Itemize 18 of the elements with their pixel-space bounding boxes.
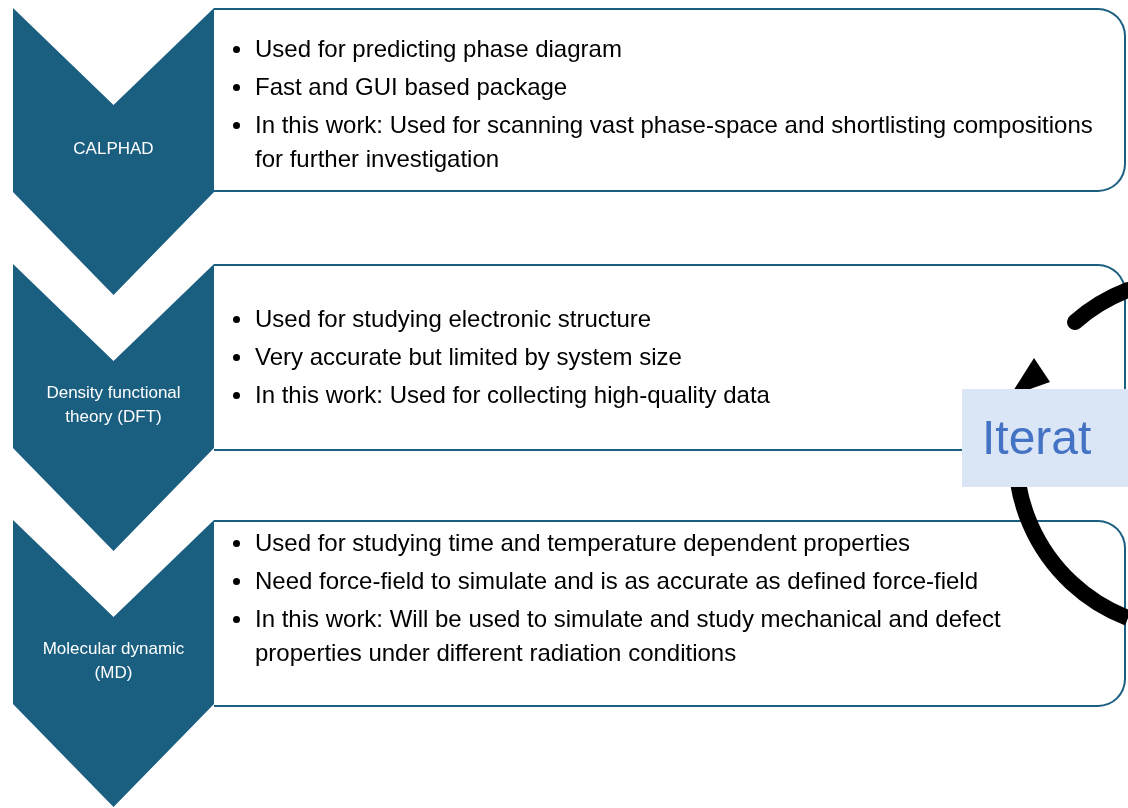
bullet-text: Used for studying electronic structure: [255, 305, 652, 332]
chevron-shape: [13, 520, 214, 807]
chevron-shape: [13, 264, 214, 551]
bullet-text: Used for predicting phase diagram: [255, 35, 622, 62]
text-panel: [214, 8, 1126, 192]
bullet-text: Used for studying time and temperature dependent properties: [255, 529, 911, 556]
bullet-text: Very accurate but limited by system size: [255, 343, 682, 370]
bullet-text: In this work: Used for collecting high-quality data: [255, 381, 770, 408]
chevron-label: CALPHAD: [72, 137, 155, 160]
chevron-label: Molecular dynamic (MD): [41, 637, 186, 684]
chevron-shape: [13, 8, 214, 295]
chevron-label: Density functional theory (DFT): [45, 381, 182, 428]
bullet-text: In this work: Will be used to simulate and study mechanical and defect properties under different radiation conditions: [255, 605, 1001, 666]
iteration-label: Iterat: [962, 389, 1128, 487]
bullet-text: In this work: Used for scanning vast phase-space and shortlisting compositions for further investigation: [255, 111, 1093, 172]
text-panel: [214, 520, 1126, 707]
bullet-text: Fast and GUI based package: [255, 73, 568, 100]
bullet-text: Need force-field to simulate and is as accurate as defined force-field: [255, 567, 979, 594]
